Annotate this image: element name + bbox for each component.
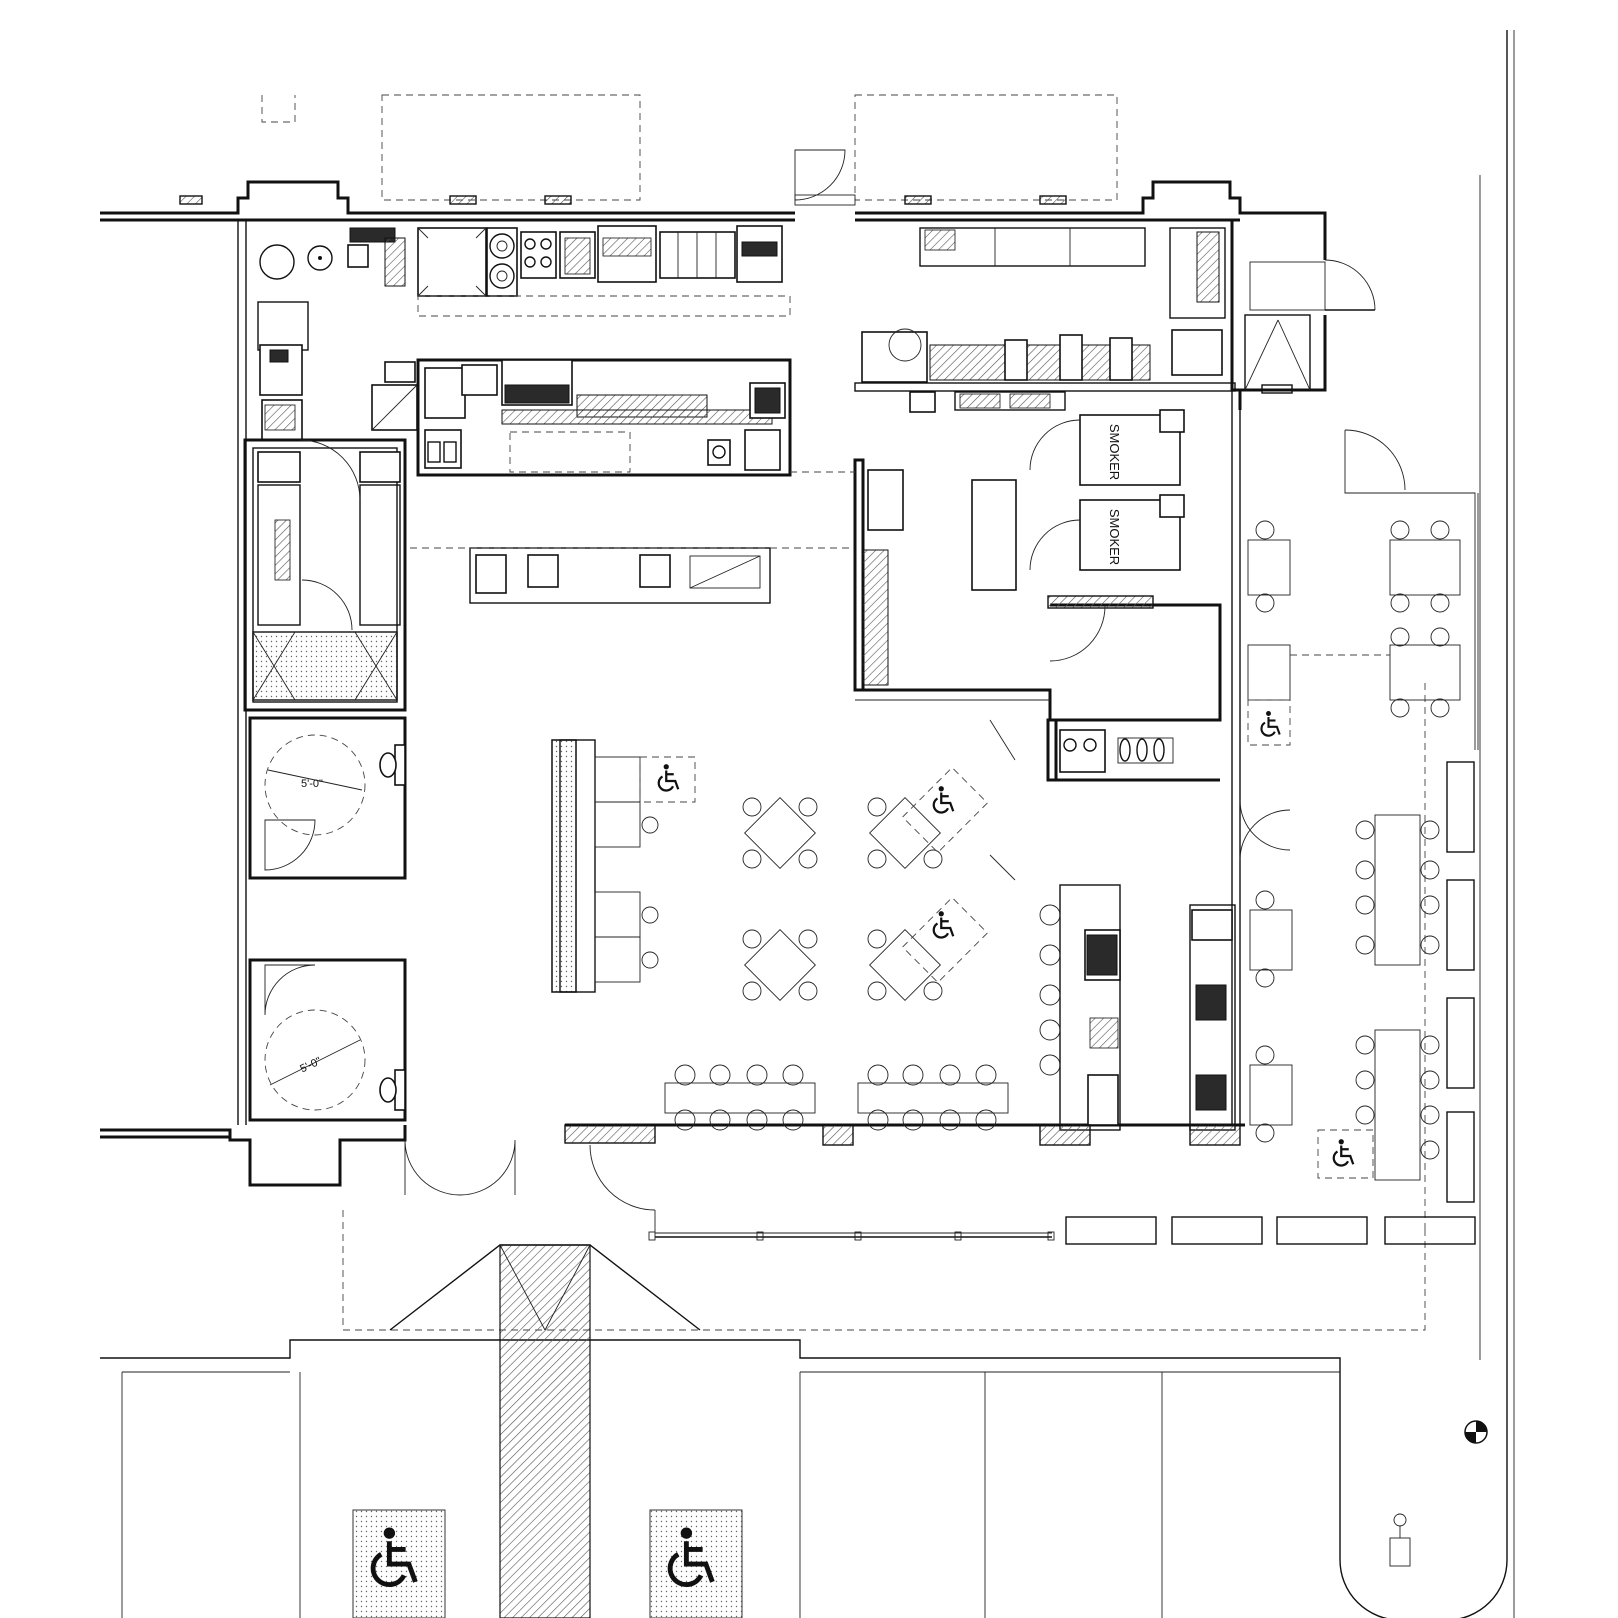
- wheelchair-icon: [932, 910, 955, 939]
- accessible-parking-2: [649, 1509, 743, 1618]
- communal-table-east: [857, 1064, 1009, 1131]
- accessible-parking-1: [352, 1509, 446, 1618]
- storefront-railing: [648, 1210, 1055, 1241]
- restroom-1: 5'-0": [248, 716, 407, 880]
- site-light-pole: [1389, 1513, 1411, 1567]
- dish-area: [259, 227, 406, 287]
- patio-planters: [1065, 761, 1476, 1245]
- communal-table-west: [664, 1064, 816, 1131]
- smoker-label: SMOKER: [1107, 509, 1122, 565]
- table-4top-4: [867, 896, 989, 1001]
- north-service-door[interactable]: [794, 149, 856, 206]
- rear-door[interactable]: [1249, 259, 1376, 311]
- site-boundary: [100, 30, 1515, 1618]
- patio-tables: [1247, 520, 1461, 1181]
- bar-counter: [551, 739, 596, 993]
- prep-counters-east: [854, 227, 1236, 413]
- patio-doors[interactable]: [1239, 429, 1406, 861]
- freezer: [257, 301, 309, 441]
- walk-in-storage: [243, 438, 407, 712]
- wheelchair-icon: [1260, 710, 1281, 737]
- table-4top-3: [867, 766, 989, 869]
- wheelchair-icon: [932, 785, 955, 814]
- kitchen-partitions: [790, 458, 1222, 782]
- roof-overhangs: [261, 94, 1118, 201]
- entry-ramp: [389, 1244, 701, 1618]
- exterior-walls: [100, 180, 1479, 1187]
- entry-doors[interactable]: [404, 1124, 656, 1211]
- dining-divider-lines: [989, 719, 1016, 881]
- smoker-2: SMOKER: [1029, 494, 1185, 571]
- clearance-label: 5'-0": [298, 1055, 323, 1075]
- north-arrow-icon: [1464, 1420, 1488, 1444]
- clearance-label: 5'-0": [301, 778, 323, 790]
- smoker-label: SMOKER: [1107, 424, 1122, 480]
- hot-line: [371, 358, 792, 477]
- prep-table: [971, 479, 1017, 591]
- wheelchair-icon: [657, 763, 680, 792]
- bar-booths: [594, 756, 696, 983]
- walk-in-cooler: [1244, 314, 1311, 394]
- restroom-2: 5'-0": [248, 958, 407, 1122]
- wheelchair-icon: [1332, 1138, 1355, 1167]
- smoker-1: SMOKER: [1029, 409, 1185, 486]
- service-counter: [822, 884, 1241, 1146]
- cook-line-north: [417, 225, 791, 317]
- table-4top-1: [742, 797, 818, 869]
- expo-counter: [410, 547, 850, 604]
- table-4top-2: [742, 929, 818, 1001]
